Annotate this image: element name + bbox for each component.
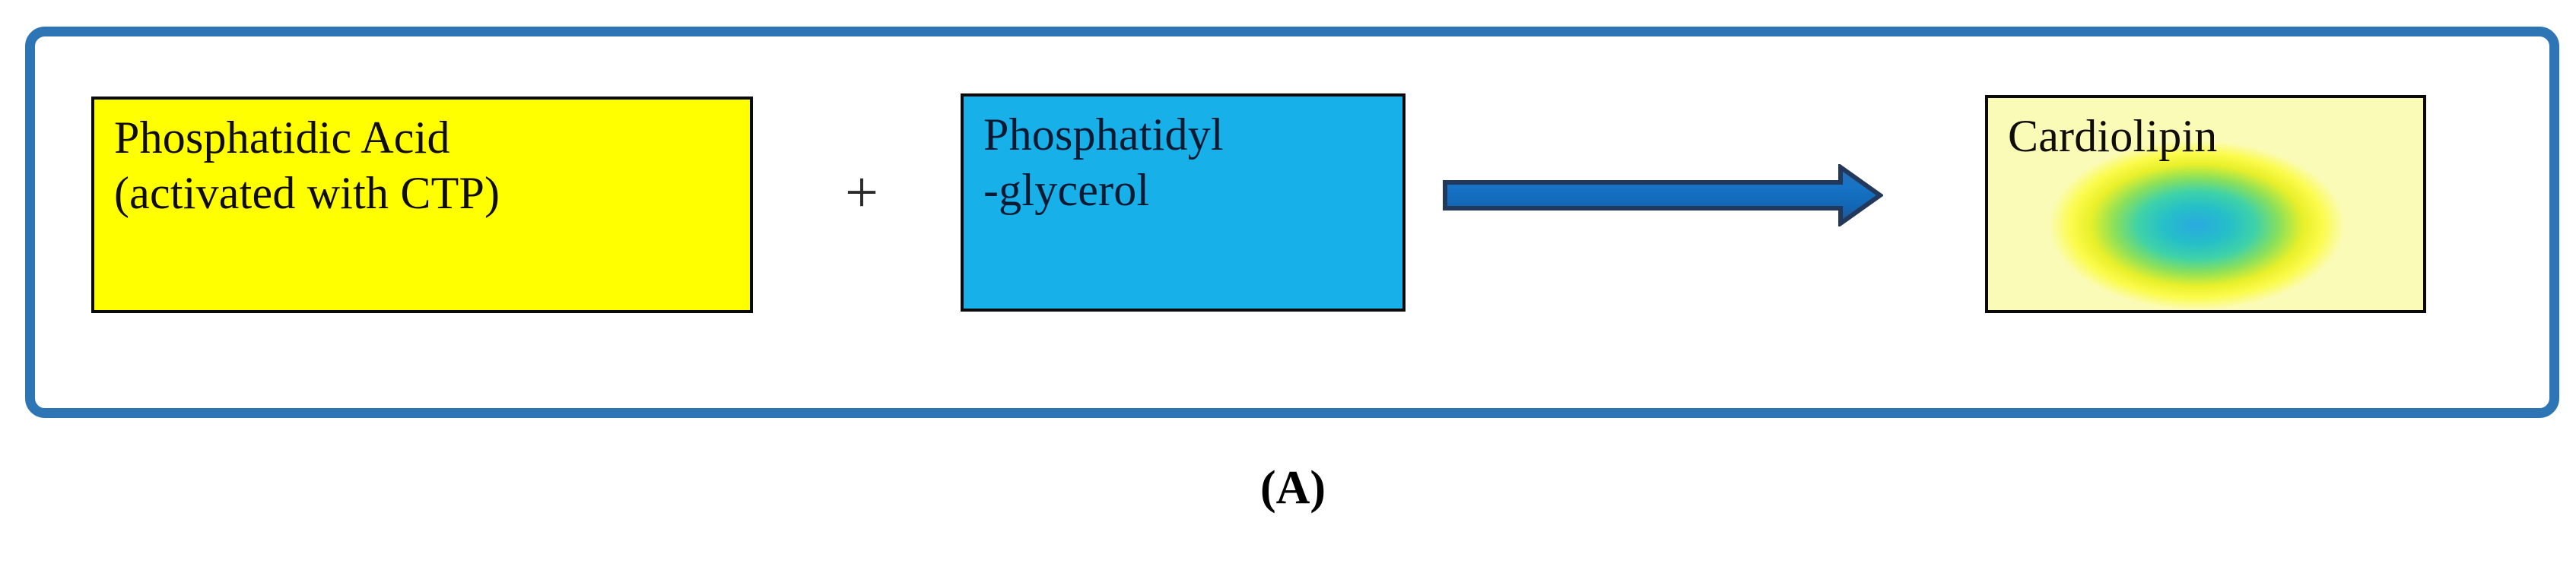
species-label-cardiolipin: Cardiolipin <box>2008 111 2218 161</box>
species-label-phosphatidylglycerol: Phosphatidyl -glycerol <box>983 109 1224 216</box>
reaction-scheme: Phosphatidic Acid (activated with CTP) +… <box>91 93 2426 313</box>
species-box-cardiolipin: Cardiolipin <box>1985 95 2426 313</box>
plus-operator: + <box>845 159 878 225</box>
species-box-phosphatidylglycerol: Phosphatidyl -glycerol <box>961 93 1406 312</box>
right-block-arrow-icon <box>1442 164 1883 226</box>
species-box-phosphatidic-acid: Phosphatidic Acid (activated with CTP) <box>91 97 753 313</box>
species-label-phosphatidic-acid: Phosphatidic Acid (activated with CTP) <box>114 112 500 219</box>
figure-caption: (A) <box>1259 462 1326 514</box>
